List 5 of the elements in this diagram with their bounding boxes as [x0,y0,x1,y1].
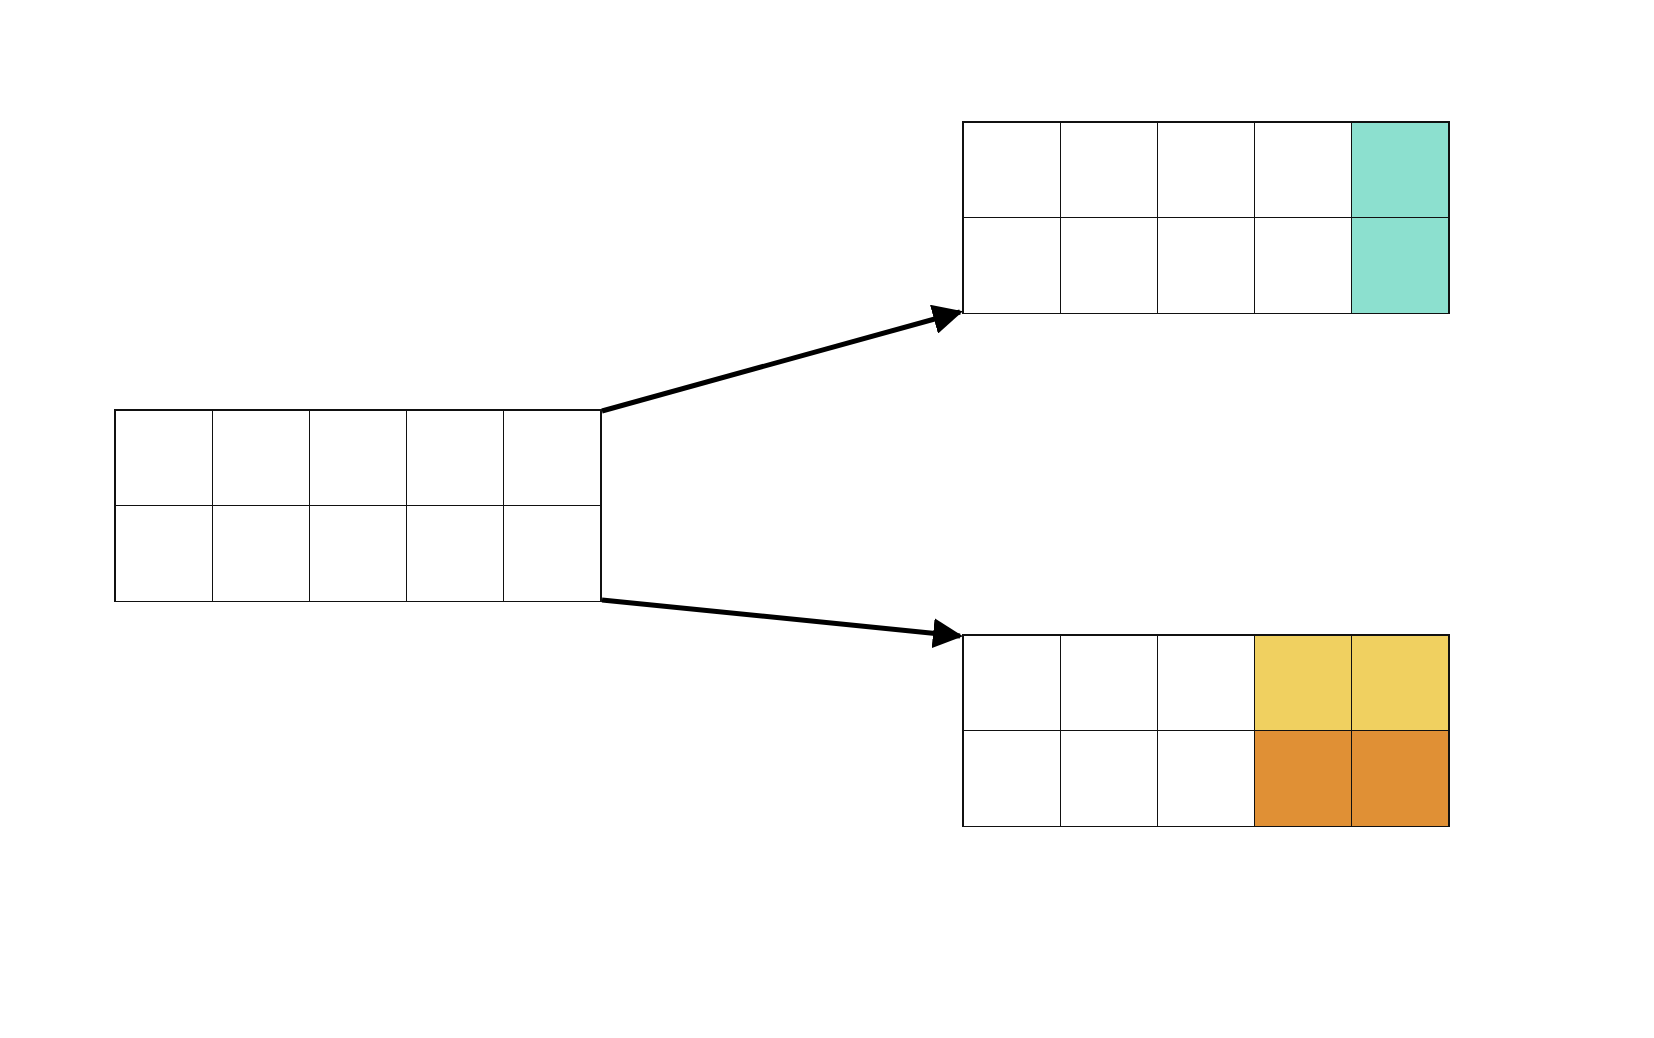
arrow [601,597,963,649]
arrow [601,304,963,414]
ten-frame-grid [962,634,1450,827]
ten-frame-grid [962,121,1450,314]
ten-frame-grid [114,409,602,602]
